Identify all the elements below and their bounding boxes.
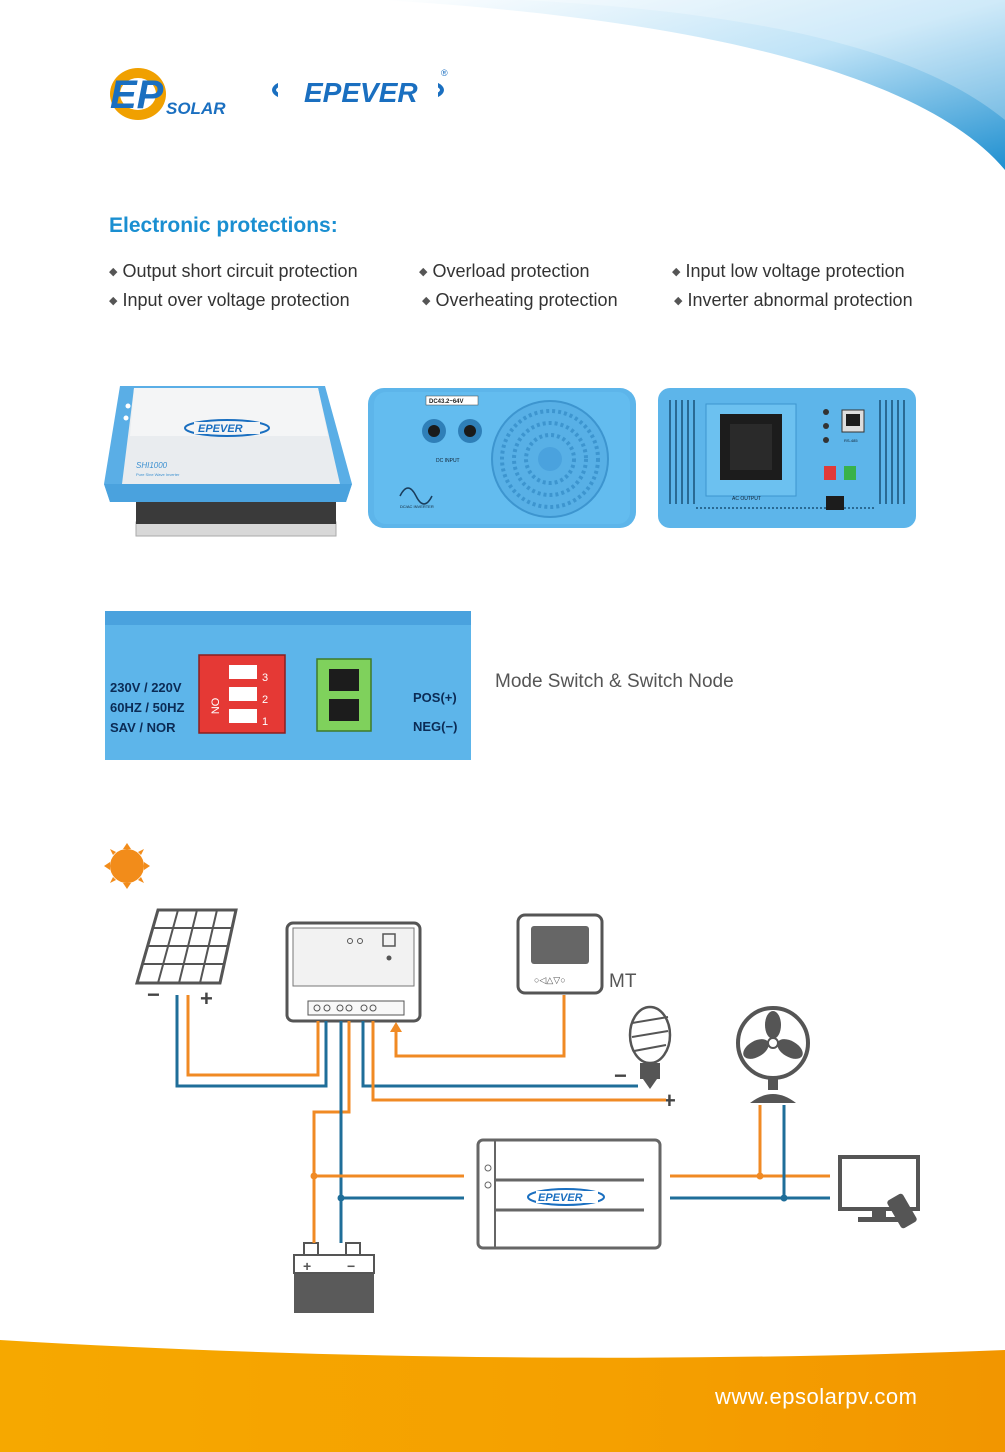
fan-grille-icon bbox=[491, 400, 609, 518]
battery-minus-label: − bbox=[347, 1258, 355, 1274]
light-bulb-icon bbox=[628, 1005, 672, 1089]
protection-item: ◆ Input low voltage protection bbox=[672, 261, 905, 282]
panel-plus-label: + bbox=[200, 986, 213, 1011]
svg-text:EP: EP bbox=[110, 73, 164, 117]
protection-label: Input low voltage protection bbox=[685, 261, 905, 281]
front-brand-text: EPEVER bbox=[198, 423, 243, 435]
power-switch-icon bbox=[826, 496, 844, 510]
dip-number: 3 bbox=[262, 672, 269, 684]
diamond-bullet-icon: ◆ bbox=[672, 266, 681, 278]
dip-number: 2 bbox=[262, 694, 269, 706]
protection-item: ◆ Inverter abnormal protection bbox=[674, 290, 913, 311]
dip-numbers: 3 2 1 bbox=[262, 667, 268, 733]
neg-label: NEG(−) bbox=[413, 719, 458, 734]
sine-wave-icon bbox=[399, 487, 433, 505]
diamond-bullet-icon: ◆ bbox=[109, 295, 118, 307]
inverter-ac-side-photo: AC OUTPUT RS-485 bbox=[658, 388, 916, 528]
epsolar-logo: EP SOLAR EPEVER ® bbox=[110, 68, 448, 120]
protection-item: ◆ Output short circuit protection bbox=[109, 261, 358, 282]
battery-icon: + − bbox=[293, 1242, 375, 1313]
dip-on-label: ON bbox=[208, 697, 221, 715]
header-swoosh-decoration bbox=[380, 0, 1005, 170]
protection-label: Input over voltage protection bbox=[122, 290, 350, 310]
arrow-up-icon bbox=[390, 1022, 402, 1032]
protection-item: ◆ Overload protection bbox=[419, 261, 590, 282]
svg-text:○◁△▽○: ○◁△▽○ bbox=[534, 975, 566, 985]
mode-switch-caption: Mode Switch & Switch Node bbox=[495, 671, 734, 692]
svg-text:SOLAR: SOLAR bbox=[166, 99, 226, 118]
mode-row-voltage: 230V / 220V bbox=[110, 680, 182, 695]
svg-text:®: ® bbox=[441, 68, 448, 78]
ac-output-label: AC OUTPUT bbox=[732, 496, 761, 502]
panel-minus-label: − bbox=[147, 982, 160, 1007]
diamond-bullet-icon: ◆ bbox=[419, 266, 428, 278]
dip-number: 1 bbox=[262, 716, 269, 728]
mode-switch-photo bbox=[105, 611, 471, 760]
brand-logos: EP SOLAR EPEVER ® bbox=[108, 62, 468, 132]
inverter-icon: EPEVER bbox=[476, 1138, 662, 1250]
charge-controller-icon bbox=[285, 921, 422, 1023]
pos-label: POS(+) bbox=[413, 690, 457, 705]
rs485-label: RS-485 bbox=[844, 438, 858, 443]
front-subtitle-text: Pure Sine Wave Inverter bbox=[136, 472, 180, 477]
website-url[interactable]: www.epsolarpv.com bbox=[715, 1384, 918, 1409]
wire-junction-dots bbox=[310, 1172, 788, 1202]
section-title: Electronic protections: bbox=[109, 214, 338, 237]
sun-icon bbox=[104, 843, 150, 889]
television-icon bbox=[838, 1155, 920, 1229]
protection-item: ◆ Overheating protection bbox=[422, 290, 618, 311]
remote-meter-mt-icon: ○◁△▽○ bbox=[516, 913, 604, 995]
system-wiring-diagram: − + ○◁△▽○ MT − + bbox=[104, 843, 920, 1313]
switch-node-labels: POS(+) NEG(−) bbox=[413, 683, 457, 741]
mode-row-frequency: 60HZ / 50HZ bbox=[110, 700, 185, 715]
svg-text:EPEVER: EPEVER bbox=[304, 77, 418, 108]
protection-label: Overload protection bbox=[432, 261, 590, 281]
dc-input-label: DC INPUT bbox=[436, 458, 460, 464]
inverter-dc-side-photo: DC43.2~64V DC INPUT DC/AC INVERTER bbox=[368, 388, 636, 528]
battery-plus-label: + bbox=[303, 1258, 311, 1274]
protection-label: Output short circuit protection bbox=[122, 261, 358, 281]
inverter-brand-text: EPEVER bbox=[538, 1192, 583, 1204]
diamond-bullet-icon: ◆ bbox=[109, 266, 118, 278]
footer-band bbox=[0, 1340, 1005, 1452]
inverter-front-photo: EPEVER SHI1000 Pure Sine Wave Inverter bbox=[104, 386, 352, 537]
solar-panel-icon bbox=[135, 908, 238, 985]
protection-label: Inverter abnormal protection bbox=[687, 290, 913, 310]
wiring-lines bbox=[175, 995, 830, 1243]
load-plus-label: + bbox=[663, 1088, 676, 1113]
diamond-bullet-icon: ◆ bbox=[674, 295, 683, 307]
diamond-bullet-icon: ◆ bbox=[422, 295, 431, 307]
dc-voltage-label: DC43.2~64V bbox=[429, 399, 464, 405]
mt-label: MT bbox=[609, 971, 637, 992]
mode-row-saving: SAV / NOR bbox=[110, 720, 176, 735]
inverter-label: DC/AC INVERTER bbox=[400, 504, 434, 509]
mode-switch-labels: 230V / 220V 60HZ / 50HZ SAV / NOR bbox=[110, 678, 184, 738]
fan-icon bbox=[736, 1006, 810, 1103]
load-minus-label: − bbox=[614, 1063, 627, 1088]
protection-item: ◆ Input over voltage protection bbox=[109, 290, 350, 311]
protection-label: Overheating protection bbox=[435, 290, 618, 310]
front-model-text: SHI1000 bbox=[136, 461, 168, 470]
